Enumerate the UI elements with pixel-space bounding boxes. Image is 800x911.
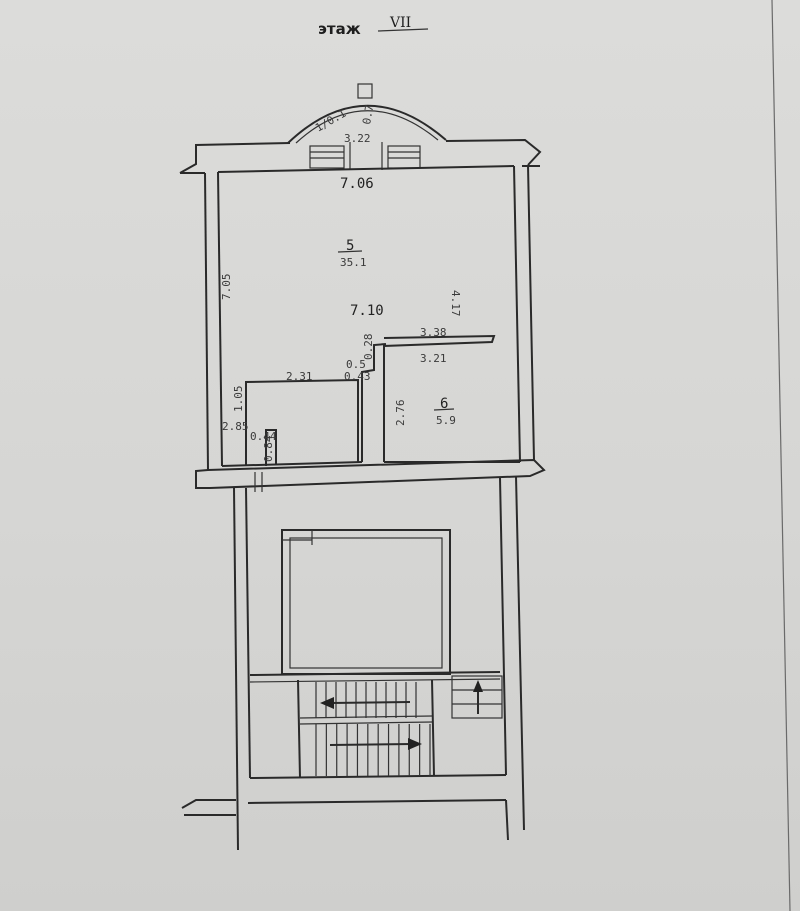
paper-edge xyxy=(771,0,791,911)
dim-top-width: 7.06 xyxy=(340,176,374,192)
stair-treads-upper xyxy=(315,682,417,718)
room-6-number-underline xyxy=(433,408,455,411)
dim-room6-bottom: 3.21 xyxy=(420,352,447,365)
dim-left-height: 7.05 xyxy=(220,274,233,301)
dim-niche-b: 0.84 xyxy=(262,435,275,462)
elevator-shaft xyxy=(281,529,451,675)
dim-niche-c: 2.85 xyxy=(222,420,249,433)
dim-small-b: 0.43 xyxy=(344,370,371,383)
stair-arrow-left xyxy=(320,697,411,709)
upper-partitions xyxy=(221,334,520,467)
room-5-number-underline xyxy=(337,250,363,253)
dim-small-c: 0.28 xyxy=(362,334,375,361)
dim-step-height: 1.05 xyxy=(232,386,245,413)
floor-number-underline xyxy=(377,28,429,32)
dim-room6-height: 2.76 xyxy=(394,400,407,427)
room-5-area: 35.1 xyxy=(340,256,367,269)
stair-arrow-up xyxy=(473,680,483,714)
dim-right-height: 4.17 xyxy=(449,290,462,317)
dim-step-width: 2.31 xyxy=(286,370,313,383)
lower-walls xyxy=(181,475,525,851)
room-6-number: 6 xyxy=(440,396,448,412)
floor-number: VII xyxy=(389,15,411,31)
middle-wall xyxy=(195,458,546,492)
dim-niche-a: 0.44 xyxy=(250,430,277,443)
dim-bay-width: 3.22 xyxy=(344,132,371,145)
floor-label: этаж xyxy=(318,20,361,38)
room-5-number: 5 xyxy=(346,238,354,254)
upper-outer-walls xyxy=(179,138,542,471)
stair-arrow-right xyxy=(329,738,422,750)
dim-bay-arc: 1/0.1 xyxy=(313,107,348,135)
dim-room6-top: 3.38 xyxy=(420,326,447,339)
dim-bay-vertical: 0.7 xyxy=(360,104,376,126)
room-6-area: 5.9 xyxy=(436,414,456,427)
bay-window xyxy=(287,83,447,170)
dim-room-length: 7.10 xyxy=(350,303,384,319)
dim-small-a: 0.5 xyxy=(346,358,366,371)
stair-treads-lower xyxy=(315,724,431,776)
top-windows xyxy=(309,145,421,169)
